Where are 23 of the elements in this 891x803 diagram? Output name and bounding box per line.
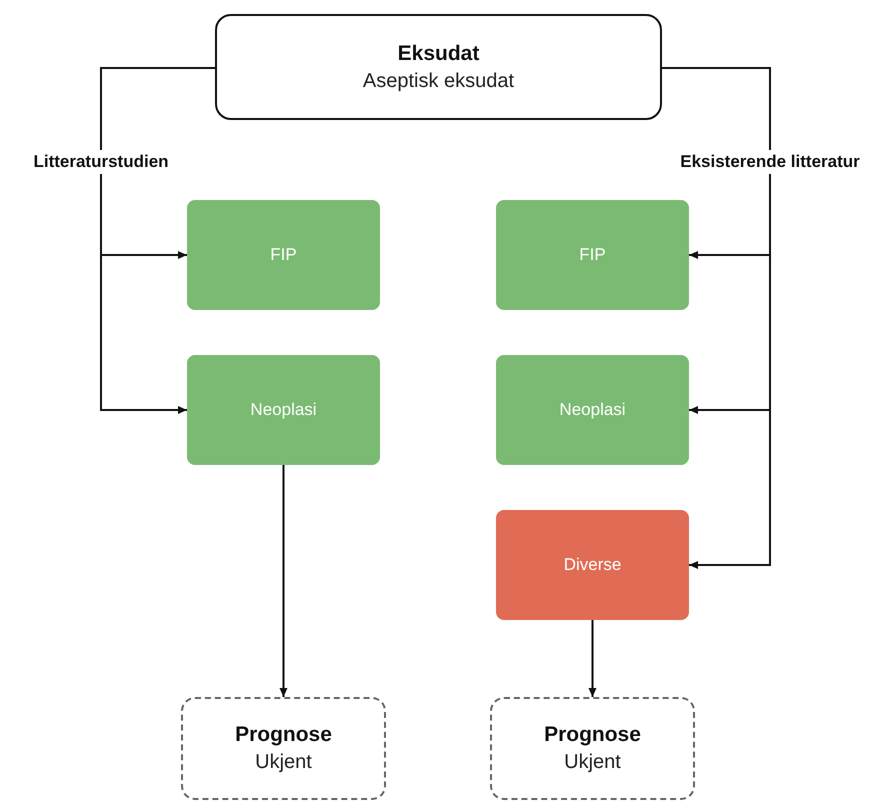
category-box [496, 510, 689, 620]
category-box [496, 355, 689, 465]
node-heading: Prognose [544, 723, 641, 747]
node-subtext: Aseptisk eksudat [362, 70, 514, 92]
source-box [215, 14, 662, 120]
node-label: Neoplasi [559, 400, 626, 420]
node-heading: Prognose [235, 723, 332, 747]
node-label: Diverse [564, 555, 622, 575]
node-label: FIP [270, 245, 297, 265]
edge-label: Litteraturstudien [33, 150, 169, 174]
arrow [588, 620, 596, 697]
node-label: Neoplasi [250, 400, 317, 420]
category-box [496, 200, 689, 310]
node-heading: Eksudat [398, 42, 480, 66]
category-box [187, 355, 380, 465]
node-subtext: Ukjent [564, 751, 621, 774]
node-label: FIP [579, 245, 606, 265]
node-subtext: Ukjent [255, 751, 312, 774]
category-box [187, 200, 380, 310]
arrow [280, 465, 288, 697]
edge-label: Eksisterende litteratur [680, 150, 860, 174]
outcome-box [181, 697, 386, 800]
outcome-box [490, 697, 695, 800]
